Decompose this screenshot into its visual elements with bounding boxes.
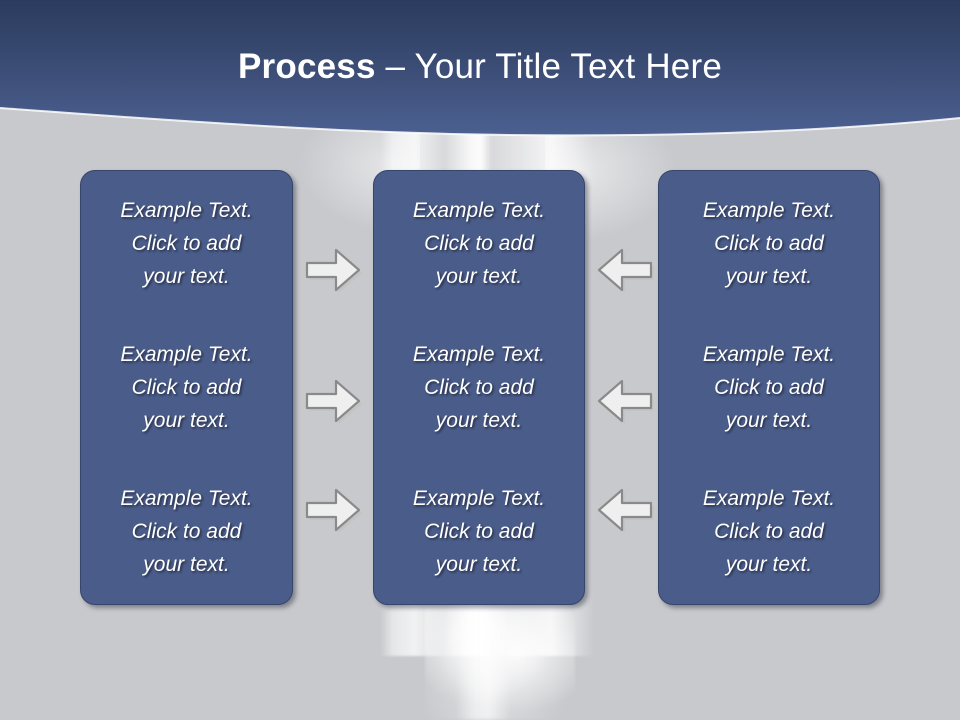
- arrow-right-icon-row-3[interactable]: [305, 488, 362, 533]
- page-title-bold: Process: [238, 47, 376, 86]
- process-box-middle[interactable]: Example Text. Click to add your text. Ex…: [373, 170, 585, 605]
- process-cell-left-3[interactable]: Example Text. Click to add your text.: [120, 487, 253, 577]
- arrow-left-icon-row-2[interactable]: [597, 379, 654, 424]
- arrow-right-icon-row-2[interactable]: [305, 379, 362, 424]
- process-cell-middle-3[interactable]: Example Text. Click to add your text.: [412, 487, 546, 577]
- background-photo-arm: [455, 604, 511, 720]
- arrow-left-icon-row-3[interactable]: [597, 488, 654, 533]
- page-title: Process – Your Title Text Here: [0, 47, 960, 87]
- process-cell-right-1[interactable]: Example Text. Click to add your text.: [702, 198, 836, 288]
- page-title-regular: – Your Title Text Here: [375, 47, 722, 86]
- process-cell-right-3[interactable]: Example Text. Click to add your text.: [702, 487, 836, 577]
- arrow-right-icon-row-1[interactable]: [305, 248, 362, 293]
- process-cell-left-2[interactable]: Example Text. Click to add your text.: [120, 342, 253, 432]
- process-box-right[interactable]: Example Text. Click to add your text. Ex…: [658, 170, 880, 605]
- process-cell-middle-1[interactable]: Example Text. Click to add your text.: [412, 198, 546, 288]
- header-banner: [0, 0, 960, 150]
- process-cell-right-2[interactable]: Example Text. Click to add your text.: [702, 342, 836, 432]
- arrow-left-icon-row-1[interactable]: [597, 248, 654, 293]
- process-cell-middle-2[interactable]: Example Text. Click to add your text.: [412, 342, 546, 432]
- process-box-left[interactable]: Example Text. Click to add your text. Ex…: [80, 170, 293, 605]
- process-cell-left-1[interactable]: Example Text. Click to add your text.: [120, 198, 253, 288]
